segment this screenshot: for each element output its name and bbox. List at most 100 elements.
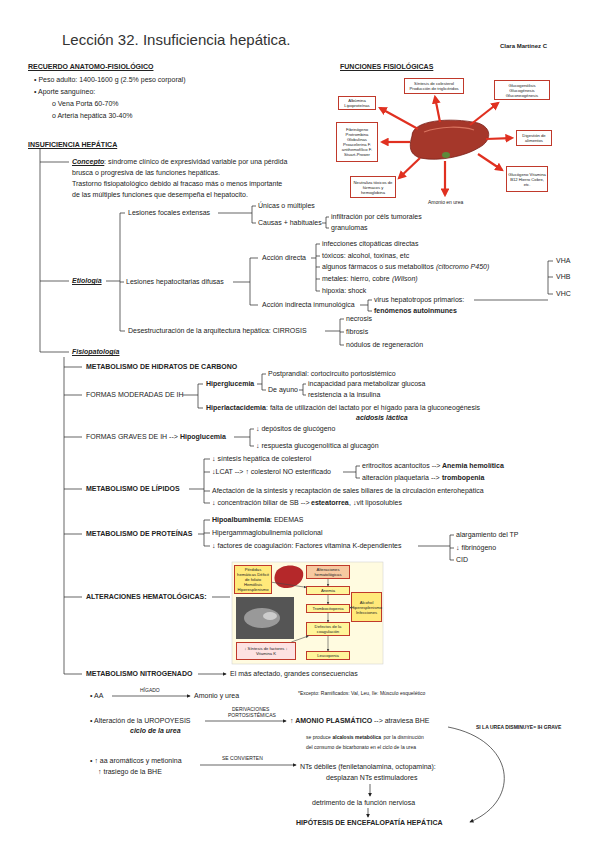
connector: [328, 595, 329, 604]
note-text: alcalosis metabólica: [333, 734, 382, 740]
page-title: Lección 32. Insuficiencia hepática.: [62, 31, 290, 48]
note-text: • AA: [90, 692, 103, 700]
arrow: [435, 97, 440, 122]
note-text: acidosis láctica: [356, 414, 408, 422]
note-text: esteatorrea: [311, 499, 349, 507]
box-text: Alcohol Hiperesplenismo Infecciones: [351, 600, 382, 615]
note-text: Acción directa: [262, 254, 306, 262]
note-text: : falta de utilización del lactato por e…: [266, 404, 480, 412]
leader-line: [212, 597, 230, 598]
note-text: tóxicos: alcohol, toxinas, etc: [322, 252, 409, 260]
arrow: [380, 108, 418, 129]
tree-trunk: [40, 148, 69, 352]
info-box: Trombocitopenia: [306, 604, 350, 613]
box-text: Anemia: [321, 588, 335, 593]
note-text: SE CONVIERTEN: [222, 755, 263, 761]
note-text: METABOLISMO DE LÍPIDOS: [86, 485, 180, 493]
note-text: detrimento de la función nerviosa: [312, 799, 415, 807]
note-text: fibrosis: [346, 328, 368, 336]
info-box: Pérdidas hemáticas Déficit de folato Hem…: [234, 565, 272, 594]
ultrasound-detail: [244, 608, 280, 628]
box-text: Pérdidas hemáticas Déficit de folato Hem…: [236, 567, 270, 592]
note-text: ↓ depósitos de glucógeno: [256, 425, 335, 433]
note-text: Lesiones hepatocitarias difusas: [126, 278, 224, 286]
note-text: • ↑ aa aromáticos y metionina: [90, 757, 182, 765]
box-text: Defectos de la coagulación: [308, 624, 348, 634]
note-text: : síndrome clínico de expresividad varia…: [104, 158, 287, 166]
box-text: Glucógeno Vitamina B12 Hierro Cobre, etc…: [508, 172, 546, 187]
arrow: [470, 103, 498, 125]
note-text: NTs débiles (feniletanolamina, octopamin…: [300, 763, 436, 771]
note-text: ↓ respuesta glucogenolítica al glucagón: [256, 442, 379, 450]
note-text: *Excepto: Ramificados: Val, Leu, Ile: Mú…: [298, 690, 425, 696]
bracket: [198, 520, 210, 546]
arrow: [399, 158, 420, 178]
liver-shape: [410, 120, 488, 159]
note-text: VHB: [556, 273, 570, 281]
hematology-figure: [232, 562, 383, 664]
note-text: Hiperglucemia: [206, 380, 254, 388]
note-text: ALTERACIONES HEMATOLÓGICAS:: [86, 593, 207, 601]
note-text: • Alteración de la UROPOYESIS: [90, 717, 191, 725]
note-text: (citocromo P450): [436, 263, 489, 271]
bracket: [418, 535, 454, 560]
info-box: Anemia: [306, 586, 350, 595]
note-text: granulomas: [331, 224, 368, 232]
note-text: PORTOSISTÉMICAS: [228, 712, 276, 718]
tree-trunk: [64, 357, 82, 674]
info-box: Síntesis de colesterol Producción de tri…: [404, 78, 464, 94]
arrow: [112, 696, 190, 697]
box-text: Trombocitopenia: [312, 606, 343, 611]
note-text: fenómenos autoinmunes: [374, 307, 457, 315]
note-text: ciclo de la urea: [130, 727, 181, 735]
note-text: virus hepatotropos primarios:: [374, 296, 464, 304]
note-text: : EDEMAS: [270, 516, 303, 524]
note-text: ↑ trasiego de la BHE: [98, 768, 162, 776]
ultrasound-image: [236, 597, 294, 639]
note-text: CID: [456, 556, 468, 564]
note-text: infiltración por céls tumorales: [331, 213, 422, 221]
note-text: Desestructuración de la arquitectura hep…: [128, 327, 307, 335]
box-text: Leucopenia: [317, 653, 339, 658]
box-text: Albúmina Lipoproteínas: [340, 98, 374, 108]
note-text: Etiología: [72, 277, 102, 285]
note-text: por la disminución: [384, 734, 424, 740]
note-text: o Vena Porta 60-70%: [52, 100, 119, 108]
note-text: necrosis: [346, 315, 372, 323]
note-text: Clara Martínez C: [500, 43, 547, 50]
bracket: [233, 258, 258, 305]
note-text: Hiperlactacidemia: [206, 404, 266, 412]
note-text: desplazan NTs estimuladores: [326, 774, 417, 782]
note-text: resistencia a la insulina: [308, 391, 380, 399]
connector: [328, 579, 329, 586]
note-text: Lesiones focales extensas: [128, 209, 210, 217]
liver-figure: [380, 97, 512, 195]
info-box: Defectos de la coagulación: [306, 622, 350, 636]
arrow: [382, 141, 410, 143]
bracket: [106, 213, 125, 331]
info-box: Glucógeno Vitamina B12 Hierro Cobre, etc…: [506, 166, 548, 192]
box-text: Síntesis de colesterol Producción de tri…: [406, 81, 462, 91]
note-text: FUNCIONES FISIOLÓGICAS: [340, 63, 433, 71]
note-text: se produce: [306, 734, 331, 740]
note-text: eritrocitos acantocitos -->: [362, 462, 440, 470]
bracket: [234, 429, 254, 446]
note-text: Amonio y urea: [194, 692, 239, 700]
note-text: Amonio en urea: [428, 199, 463, 205]
note-text: Hipoglucemia: [180, 433, 226, 441]
liver-arrows: [380, 97, 512, 195]
bracket: [311, 244, 320, 291]
note-text: , ↓vit liposolubles: [349, 499, 402, 507]
note-text: VHC: [556, 290, 571, 298]
note-text: Hipoalbuminemia: [212, 516, 270, 524]
note-text: HÍGADO: [140, 687, 160, 693]
note-text: ↓ síntesis hepática de colesterol: [212, 455, 311, 463]
note-text: (Wilson): [392, 275, 418, 283]
note-text: ↓ fibrinógeno: [456, 544, 496, 552]
note-text: Postprandial: cortocircuito portosistémi…: [268, 370, 396, 378]
note-text: ↓ factores de coagulación: Factores vita…: [212, 542, 402, 550]
box-text: Alteraciones hematológicas: [308, 567, 348, 577]
arrow: [198, 674, 226, 675]
connector: [328, 636, 329, 651]
